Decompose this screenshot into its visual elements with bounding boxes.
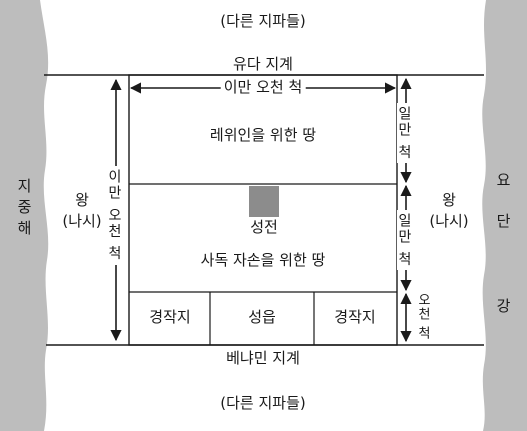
south-other-tribes-label: (다른 지파들) (220, 394, 306, 412)
judah-border-label: 유다 지계 (233, 55, 293, 73)
jordan-river-label: 요단 강 (494, 172, 512, 339)
width-measure-label: 이만 오천 척 (220, 80, 306, 95)
farmland-east-label: 경작지 (334, 308, 376, 326)
north-other-tribes-label: (다른 지파들) (220, 12, 306, 30)
mediterranean-label: 지중해 (15, 178, 33, 241)
height-measure-label: 이만 오천 척 (106, 166, 122, 265)
sanctuary-label: 성전 (250, 218, 278, 236)
right-upper-measure-label: 일만 척 (396, 103, 412, 164)
prince-east-label: 왕 (나시) (429, 191, 469, 230)
priests-area-label: 사독 자손을 위한 땅 (200, 251, 326, 269)
prince-west-label: 왕 (나시) (62, 191, 102, 230)
benjamin-border-label: 베냐민 지계 (226, 349, 300, 367)
mediterranean-sea-shape (0, 0, 49, 431)
levites-area-label: 레위인을 위한 땅 (209, 126, 317, 144)
farmland-west-label: 경작지 (149, 308, 191, 326)
city-label: 성읍 (248, 308, 276, 326)
right-middle-measure-label: 일만 척 (396, 210, 412, 271)
jordan-river-shape (482, 0, 527, 431)
sanctuary-square (249, 186, 279, 217)
right-lower-measure-label: 오천 척 (415, 293, 430, 341)
